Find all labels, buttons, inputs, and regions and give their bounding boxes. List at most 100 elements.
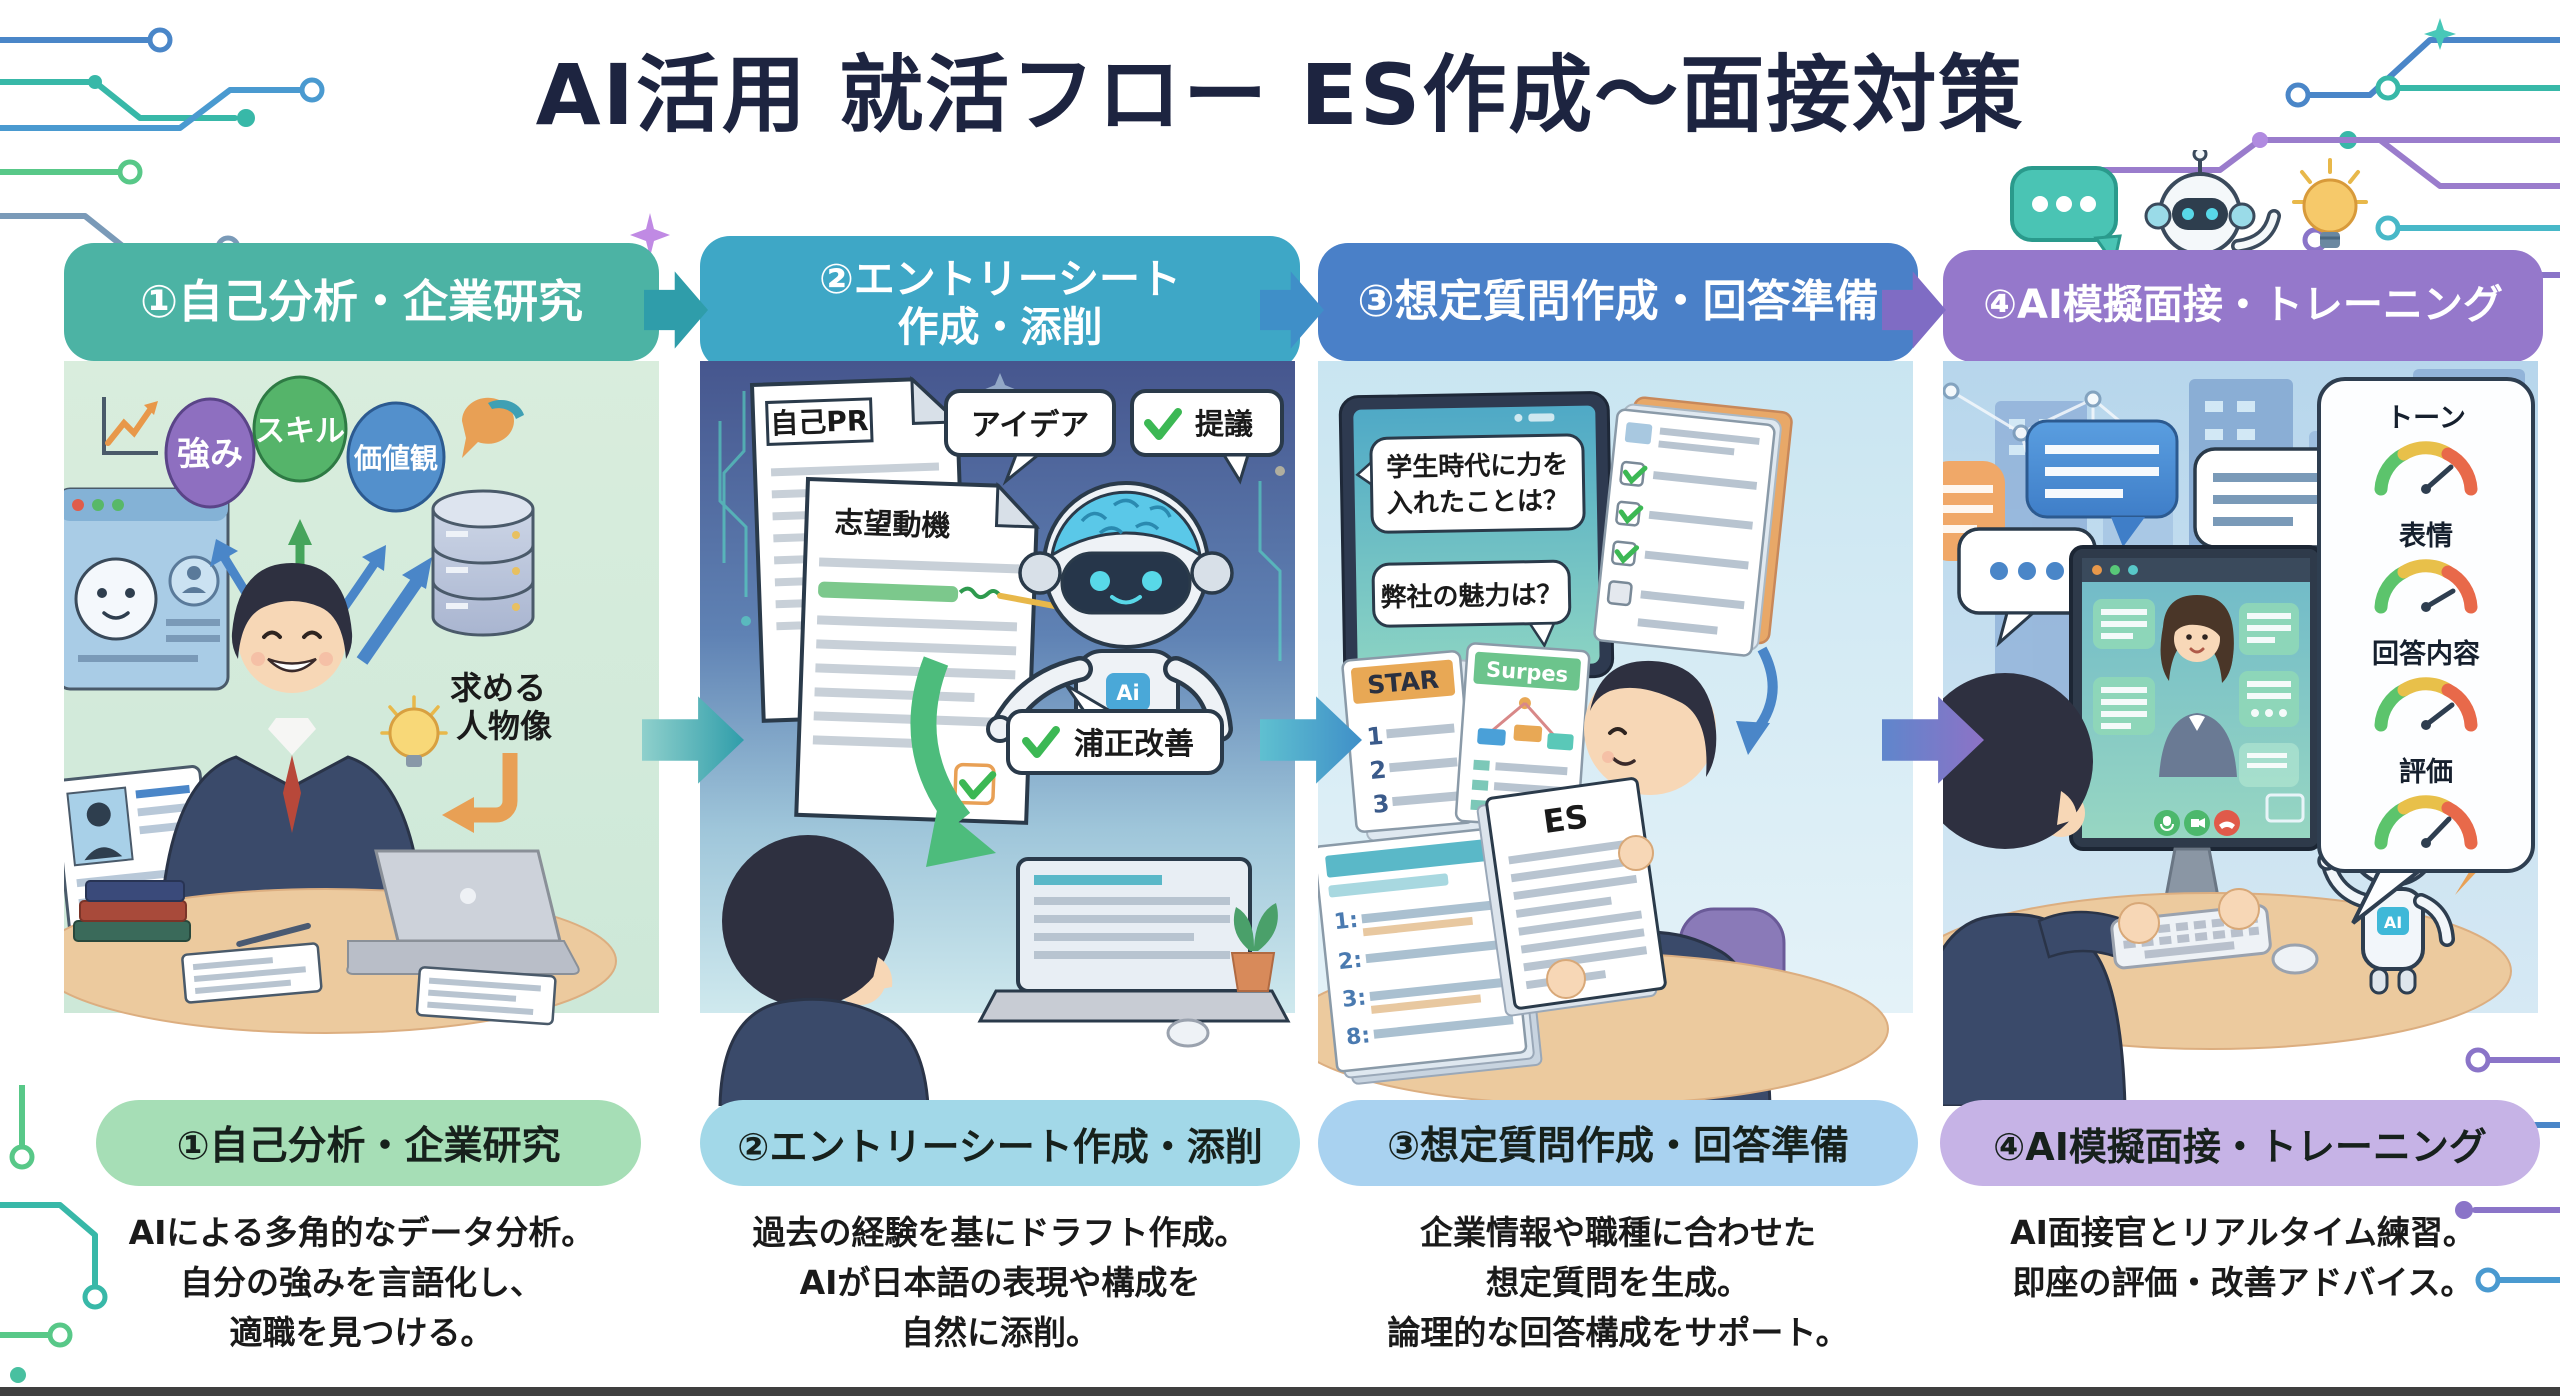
typing-dots-bubble bbox=[1957, 527, 2097, 648]
target-person-note: 求める 人物像 bbox=[450, 669, 552, 745]
chat-deco-icon bbox=[461, 397, 524, 458]
skill-bubble: スキル bbox=[252, 375, 348, 483]
interview-monitor bbox=[2069, 545, 2323, 851]
step3-footer-label: ③想定質問作成・回答準備 bbox=[1318, 1100, 1918, 1186]
mouse bbox=[1166, 1018, 1210, 1048]
svg-text:3:: 3: bbox=[1341, 985, 1368, 1012]
evaluation-panel: トーン 表情 回答内容 bbox=[2317, 377, 2535, 925]
hand bbox=[1546, 959, 1586, 999]
svg-text:弊社の魅力は？: 弊社の魅力は？ bbox=[1380, 579, 1563, 613]
check-row-1 bbox=[1619, 460, 1758, 490]
gauge-evaluation: 評価 bbox=[2374, 756, 2478, 850]
ai-robot: Ai bbox=[986, 481, 1234, 749]
check-row-4 bbox=[1606, 580, 1745, 610]
chat-panel-left bbox=[2093, 599, 2155, 735]
step4-header: ④AI模擬面接・トレーニング bbox=[1943, 250, 2543, 362]
circuit-decoration-top-left bbox=[0, 27, 325, 260]
svg-text:求める: 求める bbox=[450, 669, 546, 707]
svg-text:2:: 2: bbox=[1337, 948, 1364, 975]
circuit-decoration-bottom-left bbox=[0, 1085, 108, 1383]
check-row-2 bbox=[1615, 500, 1753, 530]
svg-text:評価: 評価 bbox=[2399, 756, 2453, 788]
blue-chat-bubble bbox=[2025, 419, 2179, 547]
mouse bbox=[2271, 943, 2319, 975]
interviewer-avatar bbox=[2159, 595, 2237, 777]
step1-header: ①自己分析・企業研究 bbox=[64, 243, 659, 361]
svg-text:自己PR: 自己PR bbox=[770, 404, 869, 440]
step3-header: ③想定質問作成・回答準備 bbox=[1318, 243, 1918, 361]
suggestion-bubble: 提議 bbox=[1130, 389, 1284, 485]
svg-text:回答内容: 回答内容 bbox=[2372, 638, 2480, 670]
svg-text:3: 3 bbox=[1371, 789, 1390, 818]
robot-face-icon bbox=[74, 557, 158, 641]
step1-description: AIによる多角的なデータ分析。自分の強みを言語化し、適職を見つける。 bbox=[128, 1213, 595, 1353]
question-bubble-1: 学生時代に力を 入れたことは？ bbox=[1355, 433, 1586, 534]
step3-description: 企業情報や職種に合わせた想定質問を生成。論理的な回答構成をサポート。 bbox=[1387, 1213, 1849, 1353]
svg-text:Surpes: Surpes bbox=[1485, 657, 1569, 687]
paper-sheet-left bbox=[181, 922, 323, 1004]
page-title: AI活用 就活フロー ES作成〜面接対策 bbox=[535, 46, 2025, 144]
svg-text:ES: ES bbox=[1541, 797, 1591, 841]
check-row-3 bbox=[1610, 540, 1749, 570]
draft-arrow-icon bbox=[910, 656, 996, 867]
laptop bbox=[346, 849, 580, 975]
monitor-stand bbox=[2164, 847, 2220, 899]
plant bbox=[1230, 903, 1278, 992]
step2-header: ②エントリーシート 作成・添削 bbox=[700, 236, 1300, 370]
check-icon bbox=[1144, 408, 1182, 440]
hand bbox=[2118, 902, 2160, 944]
step3-illustration: 学生時代に力を 入れたことは？ 弊社の魅力は？ bbox=[1318, 361, 1913, 1106]
step2-footer-label: ②エントリーシート作成・添削 bbox=[700, 1100, 1300, 1186]
check-icon bbox=[1022, 726, 1060, 758]
laptop bbox=[977, 857, 1291, 1023]
improvement-bubble: 浦正改善 bbox=[1006, 683, 1224, 775]
step1-illustration: 強み スキル 価値観 bbox=[64, 361, 659, 1034]
svg-text:提議: 提議 bbox=[1195, 407, 1253, 441]
checklist-document bbox=[1593, 396, 1793, 657]
svg-text:スキル: スキル bbox=[255, 414, 345, 449]
return-arrow-icon bbox=[442, 753, 518, 833]
svg-text:表情: 表情 bbox=[2399, 521, 2453, 552]
svg-text:価値観: 価値観 bbox=[353, 442, 438, 475]
svg-text:1: 1 bbox=[1366, 722, 1385, 751]
question-bubble-2: 弊社の魅力は？ bbox=[1371, 559, 1572, 649]
check-icon bbox=[958, 771, 997, 800]
flow-curve-arrowhead bbox=[1736, 721, 1770, 755]
student-back-view bbox=[1943, 673, 2129, 1106]
step1-footer-label: ①自己分析・企業研究 bbox=[96, 1100, 641, 1186]
lightbulb-icon bbox=[2292, 158, 2368, 248]
svg-text:人物像: 人物像 bbox=[456, 707, 552, 745]
student-back-view bbox=[718, 835, 930, 1106]
svg-text:学生時代に力を: 学生時代に力を bbox=[1386, 449, 1569, 483]
step2-description: 過去の経験を基にドラフト作成。AIが日本語の表現や構成を自然に添削。 bbox=[752, 1213, 1248, 1353]
values-bubble: 価値観 bbox=[346, 401, 446, 513]
svg-text:強み: 強み bbox=[177, 434, 243, 473]
step4-illustration: AI トーン 表情 bbox=[1943, 361, 2538, 1106]
step4-footer-label: ④AI模擬面接・トレーニング bbox=[1940, 1100, 2540, 1186]
svg-text:志望動機: 志望動機 bbox=[834, 505, 951, 543]
svg-text:1:: 1: bbox=[1333, 908, 1360, 935]
step4-description: AI面接官とリアルタイム練習。即座の評価・改善アドバイス。 bbox=[2010, 1213, 2476, 1303]
chart-icon bbox=[102, 397, 158, 455]
gauge-expression: 表情 bbox=[2374, 521, 2478, 614]
robot-head-icon bbox=[2144, 150, 2281, 256]
gauge-answer-content: 回答内容 bbox=[2372, 638, 2480, 732]
student-figure bbox=[158, 563, 426, 933]
svg-text:浦正改善: 浦正改善 bbox=[1074, 727, 1194, 762]
sparkle-icon bbox=[630, 213, 670, 257]
svg-text:2: 2 bbox=[1368, 756, 1387, 785]
paper-sheet-right bbox=[415, 966, 557, 1026]
strength-bubble: 強み bbox=[164, 397, 256, 509]
question-tablet: 学生時代に力を 入れたことは？ 弊社の魅力は？ bbox=[1338, 391, 1615, 683]
svg-text:Ai: Ai bbox=[1116, 681, 1139, 705]
svg-text:入れたことは？: 入れたことは？ bbox=[1387, 486, 1570, 519]
step2-illustration: 自己PR 志望動機 アイデア bbox=[700, 361, 1295, 1106]
svg-text:STAR: STAR bbox=[1366, 665, 1440, 700]
svg-text:AI: AI bbox=[2384, 913, 2402, 932]
call-buttons bbox=[2154, 810, 2240, 836]
svg-text:アイデア: アイデア bbox=[971, 408, 1090, 443]
book-stack bbox=[73, 880, 191, 942]
idea-bubble: アイデア bbox=[944, 389, 1116, 486]
es-document: ES bbox=[1476, 777, 1667, 1017]
